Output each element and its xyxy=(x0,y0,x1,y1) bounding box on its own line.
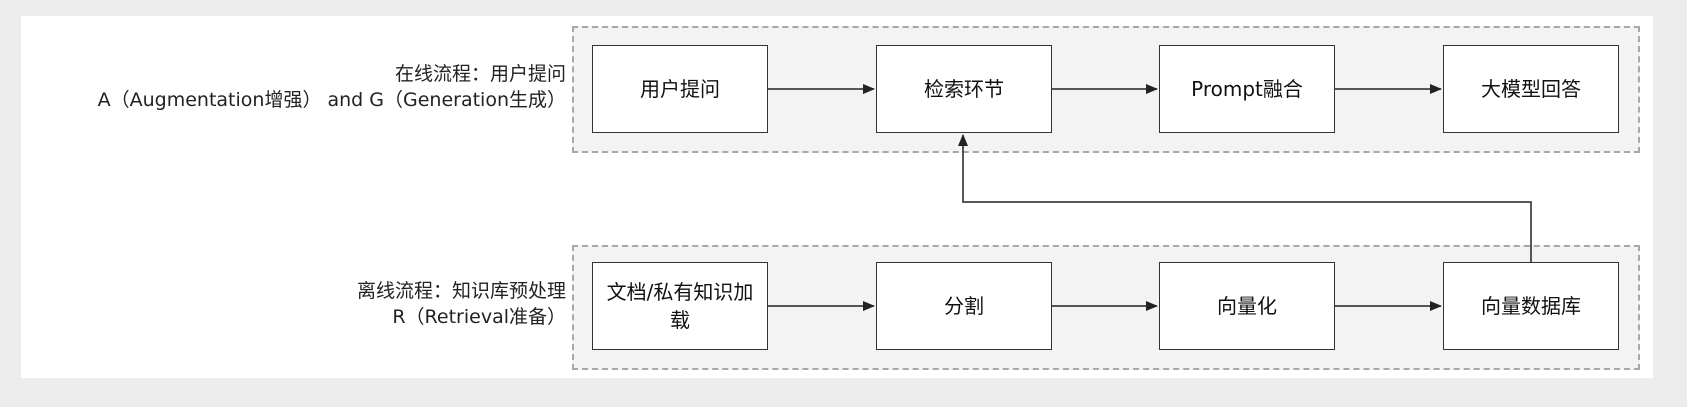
node-vector-db: 向量数据库 xyxy=(1443,262,1619,350)
node-prompt-fusion-label: Prompt融合 xyxy=(1191,77,1303,101)
offline-lane-label: 离线流程：知识库预处理 R（Retrieval准备） xyxy=(357,278,566,330)
node-retrieval: 检索环节 xyxy=(876,45,1052,133)
offline-lane-label-line1: 离线流程：知识库预处理 xyxy=(356,280,566,302)
node-doc-load: 文档/私有知识加载 xyxy=(592,262,768,350)
offline-lane-label-line2: R（Retrieval准备） xyxy=(392,306,566,328)
edge-vector-db-to-retrieval xyxy=(958,134,1532,262)
node-user-question-label: 用户提问 xyxy=(640,77,720,101)
node-retrieval-label: 检索环节 xyxy=(924,77,1004,101)
node-split: 分割 xyxy=(876,262,1052,350)
node-doc-load-label: 文档/私有知识加载 xyxy=(606,280,754,332)
online-lane-label-line2: A（Augmentation增强） and G（Generation生成） xyxy=(97,89,566,111)
node-llm-answer: 大模型回答 xyxy=(1443,45,1619,133)
node-prompt-fusion: Prompt融合 xyxy=(1159,45,1335,133)
online-lane-label: 在线流程：用户提问 A（Augmentation增强） and G（Genera… xyxy=(98,61,566,113)
node-vector-db-label: 向量数据库 xyxy=(1481,294,1581,318)
node-user-question: 用户提问 xyxy=(592,45,768,133)
node-llm-answer-label: 大模型回答 xyxy=(1481,77,1581,101)
node-vectorize-label: 向量化 xyxy=(1217,294,1277,318)
node-split-label: 分割 xyxy=(944,294,984,318)
node-vectorize: 向量化 xyxy=(1159,262,1335,350)
online-lane-label-line1: 在线流程：用户提问 xyxy=(394,63,566,85)
